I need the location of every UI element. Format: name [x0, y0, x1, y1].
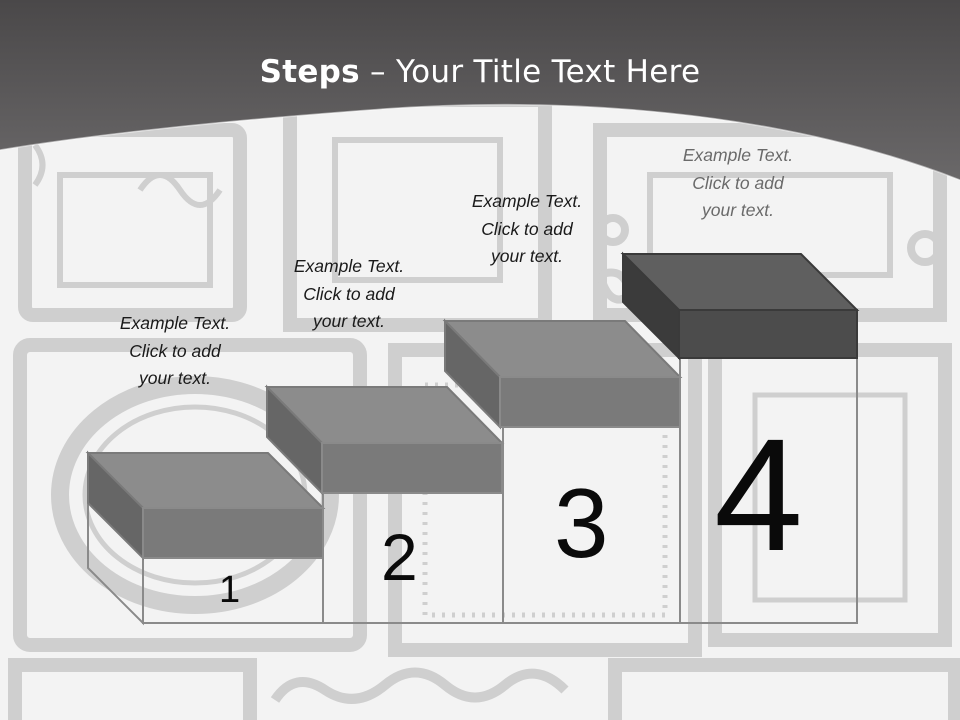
step-2-line-3: your text.	[313, 311, 385, 331]
step-1-text[interactable]: Example Text. Click to add your text.	[90, 310, 260, 393]
step-4-line-1: Example Text.	[682, 145, 794, 165]
step-3-block	[442, 318, 683, 624]
step-2-line-2: Click to add	[303, 283, 395, 304]
step-2-text[interactable]: Example Text. Click to add your text.	[264, 253, 434, 336]
step-1-line-2: Click to add	[129, 340, 221, 361]
step-1-block	[85, 450, 326, 626]
step-3-text[interactable]: Example Text. Click to add your text.	[442, 188, 612, 271]
step-4-line-3: your text.	[702, 200, 774, 220]
title-bold: Steps	[259, 54, 360, 90]
step-1-line-3: your text.	[139, 368, 211, 388]
step-1-line-1: Example Text.	[119, 313, 231, 333]
step-4-text[interactable]: Example Text. Click to add your text.	[653, 142, 823, 225]
step-4-line-2: Click to add	[692, 172, 784, 193]
ornamental-frames-decoration	[8, 93, 960, 720]
step-3-line-1: Example Text.	[471, 191, 583, 211]
step-1-number: 1	[219, 569, 241, 611]
header-band	[0, 0, 960, 180]
step-3-line-2: Click to add	[481, 218, 573, 239]
step-2-block	[264, 384, 505, 624]
slide-title[interactable]: Steps – Your Title Text Here	[0, 54, 960, 90]
step-4-block	[620, 251, 860, 624]
title-rest: – Your Title Text Here	[359, 54, 701, 90]
step-4-number: 4	[714, 405, 803, 584]
step-3-number: 3	[554, 468, 609, 578]
step-2-line-1: Example Text.	[293, 256, 405, 276]
step-3-line-3: your text.	[491, 246, 563, 266]
step-2-number: 2	[381, 520, 418, 594]
